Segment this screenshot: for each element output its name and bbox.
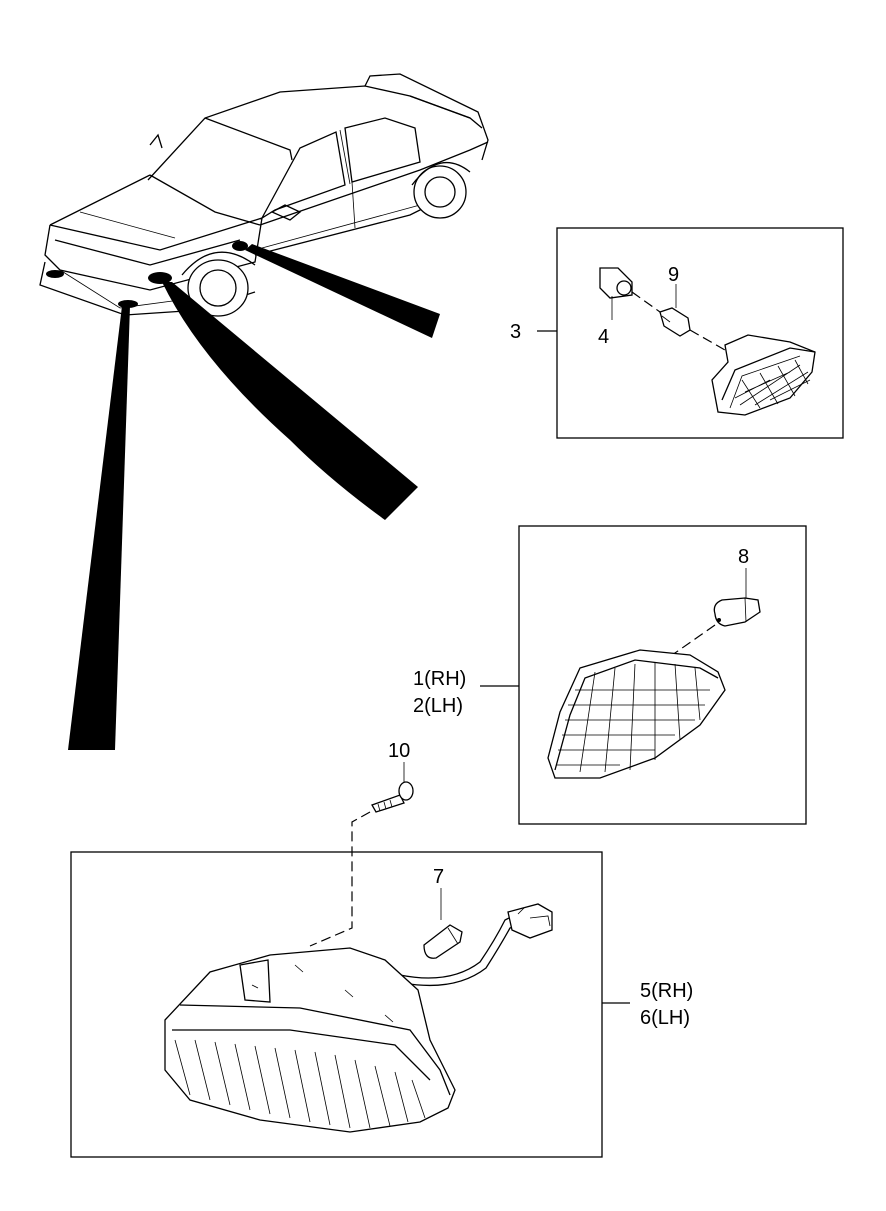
callout-4: 4 <box>598 326 609 348</box>
callout-9: 9 <box>668 264 679 286</box>
callout-5: 5(RH) <box>640 980 693 1002</box>
callout-1: 1(RH) <box>413 668 466 690</box>
bulb-part-9 <box>659 307 691 337</box>
side-marker-lamp <box>599 267 816 416</box>
turn-lamp <box>547 597 761 779</box>
screw-dash-line <box>309 811 371 947</box>
callout-10: 10 <box>388 740 410 762</box>
car-illustration <box>39 73 489 317</box>
turn-lamp-box <box>518 525 807 825</box>
callout-2: 2(LH) <box>413 695 463 717</box>
callout-3: 3 <box>510 321 521 343</box>
callout-8: 8 <box>738 546 749 568</box>
pointer-beams <box>68 244 440 750</box>
fog-lamp-box <box>70 851 603 1158</box>
bulb-part-7 <box>423 924 463 959</box>
callout-6: 6(LH) <box>640 1007 690 1029</box>
callout-7: 7 <box>433 866 444 888</box>
screw-part-10 <box>371 781 414 813</box>
bulb-part-8 <box>713 597 761 627</box>
socket-part-4 <box>599 267 633 299</box>
fog-lamp <box>164 903 553 1133</box>
side-marker-box <box>556 227 844 439</box>
